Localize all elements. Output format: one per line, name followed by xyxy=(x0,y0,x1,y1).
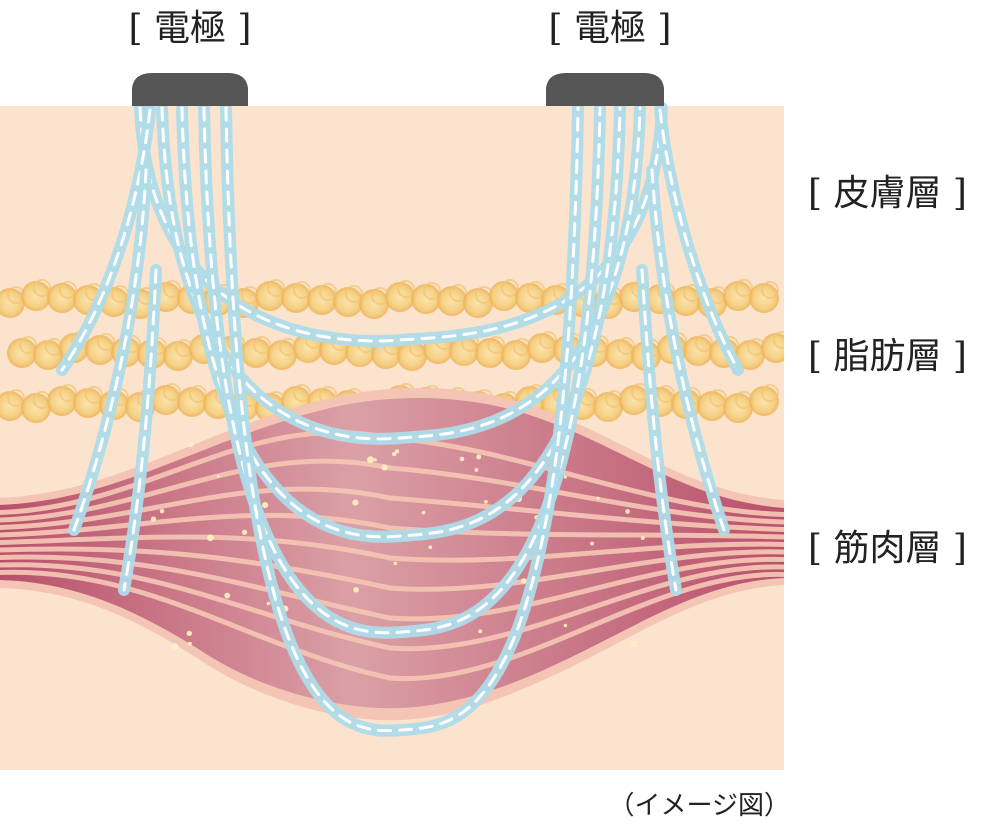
sparkle xyxy=(590,541,595,546)
sparkle xyxy=(188,442,194,448)
fat-layer-label: [ 脂肪層 ] xyxy=(808,336,967,377)
fat-cell xyxy=(0,389,25,421)
muscle-fiber xyxy=(0,569,784,682)
current-fan xyxy=(68,164,152,536)
electrode-label-right: [ 電極 ] xyxy=(549,8,672,49)
fat-layer xyxy=(0,279,784,423)
current-fan xyxy=(118,264,162,596)
sparkle xyxy=(630,640,638,648)
current-fan xyxy=(646,164,730,536)
current-fan xyxy=(636,264,682,596)
sparkle xyxy=(373,458,377,462)
sparkle xyxy=(241,529,248,535)
sparkle xyxy=(640,536,645,541)
sparkle xyxy=(421,510,426,515)
sparkle xyxy=(352,499,359,506)
muscle-layer-label: [ 筋肉層 ] xyxy=(808,528,967,569)
muscle-layer xyxy=(0,387,784,721)
fat-cell xyxy=(411,282,441,314)
electrode-left xyxy=(132,73,248,106)
fat-cell xyxy=(723,279,753,311)
sparkle xyxy=(186,630,192,637)
fat-cell xyxy=(749,281,779,313)
sparkle xyxy=(625,509,630,514)
current-fan xyxy=(654,104,744,376)
sparkle xyxy=(187,641,192,646)
sparkle xyxy=(394,449,400,454)
sparkle xyxy=(206,534,214,542)
sparkle xyxy=(428,545,433,550)
current-fan xyxy=(56,104,156,376)
electrode-label-left: [ 電極 ] xyxy=(129,8,252,49)
sparkle xyxy=(563,475,567,479)
sparkle xyxy=(459,456,465,462)
muscle-fiber xyxy=(0,458,784,525)
sparkle xyxy=(353,587,359,593)
current-lines xyxy=(56,102,744,737)
sparkle xyxy=(474,467,479,472)
fat-cell xyxy=(761,331,784,363)
sparkle xyxy=(596,496,600,500)
muscle-fiber xyxy=(0,486,784,532)
sparkle xyxy=(367,456,375,464)
sparkle xyxy=(224,592,231,599)
fat-cell xyxy=(749,384,779,416)
sparkle xyxy=(262,502,269,509)
sparkle xyxy=(216,474,220,478)
current-arc xyxy=(220,102,584,737)
sparkle xyxy=(159,508,165,514)
sparkle xyxy=(476,454,482,460)
sparkle xyxy=(150,516,157,522)
sparkle xyxy=(171,643,179,651)
fat-cell xyxy=(21,279,51,311)
sparkle xyxy=(563,623,568,628)
sparkle xyxy=(484,499,488,504)
skin-layer-label: [ 皮膚層 ] xyxy=(808,173,967,214)
caption: （イメージ図） xyxy=(609,791,790,821)
electrode-right xyxy=(546,73,664,106)
fat-cell xyxy=(281,281,311,313)
sparkle xyxy=(521,578,527,584)
sparkle xyxy=(478,629,483,634)
sparkle xyxy=(393,561,397,566)
fat-cell xyxy=(489,279,519,311)
fat-cell xyxy=(177,385,207,417)
sparkle xyxy=(381,464,388,471)
sparkle xyxy=(266,601,271,606)
sparkle xyxy=(391,451,397,457)
fat-cell xyxy=(475,336,505,368)
